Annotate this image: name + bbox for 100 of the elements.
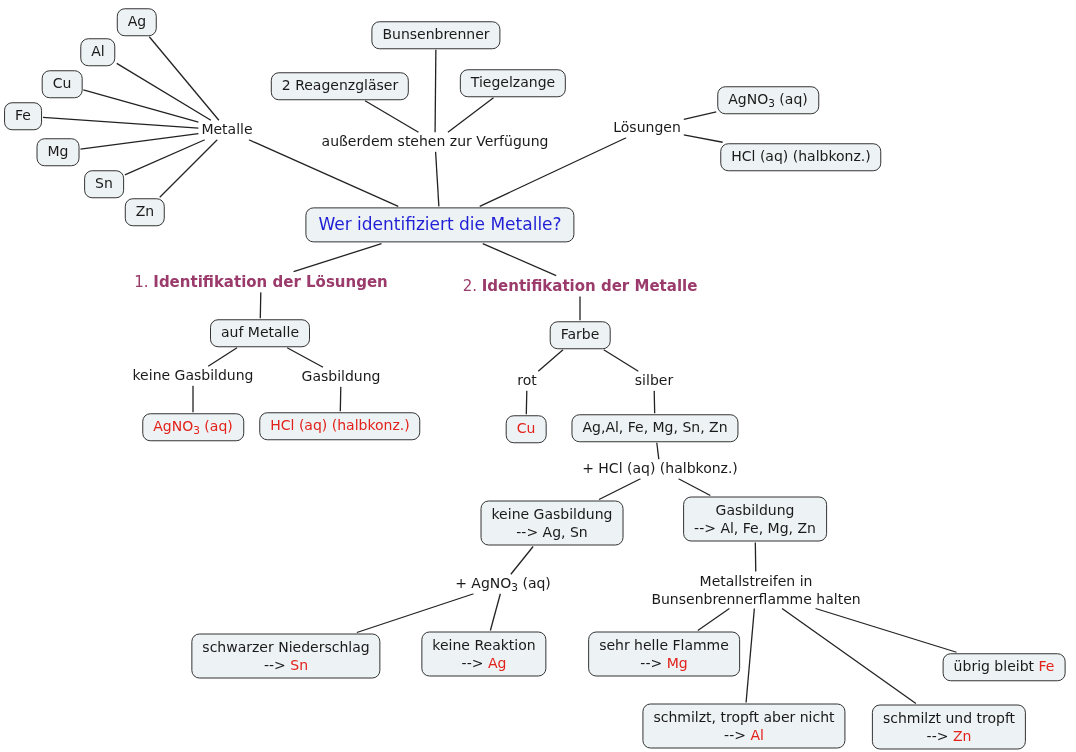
node-text: Wer identifiziert die Metalle? (318, 214, 562, 236)
connector-line (434, 49, 437, 133)
node-text: HCl (aq) (halbkonz.) (731, 148, 871, 166)
node-text: keine Gasbildung (491, 505, 613, 523)
node-text: --> Al (723, 726, 765, 744)
connector-line (653, 390, 656, 414)
connector-line (598, 478, 642, 501)
node-text: Al (91, 43, 105, 61)
connector-line (697, 607, 731, 632)
concept-box (683, 496, 827, 542)
connector-line (677, 478, 711, 497)
connector-line (207, 347, 238, 367)
connector-line (159, 139, 218, 198)
connector-line (148, 36, 220, 121)
node-text: Gasbildung (714, 501, 796, 519)
concept-box (124, 198, 166, 226)
concept-box (549, 321, 611, 349)
concept-box (41, 70, 83, 98)
node-text: + AgNO$_{3}$ (aq) (455, 575, 551, 593)
connector-line (286, 347, 324, 368)
connector-line (781, 607, 917, 705)
concept-box (270, 72, 410, 100)
connector-line (116, 62, 212, 121)
node-text: sehr helle Flamme (599, 636, 729, 654)
node-text: 1. Identifikation der Lösungen (134, 272, 388, 292)
concept-box (480, 500, 624, 546)
concept-box (720, 143, 882, 171)
node-text: Ag (127, 13, 147, 31)
concept-box (717, 86, 819, 114)
node-text: schmilzt und tropft (882, 709, 1016, 727)
connector-line (292, 243, 383, 273)
node-text: --> Ag (460, 654, 508, 672)
concept-box (142, 413, 244, 441)
connector-line (603, 349, 639, 372)
node-text: Zn (135, 203, 155, 221)
node-text: rot (517, 372, 537, 390)
node-text: keine Gasbildung (132, 367, 254, 385)
node-text: außerdem stehen zur Verfügung (321, 133, 549, 151)
node-text: silber (634, 372, 674, 390)
concept-box (942, 653, 1066, 681)
node-text: --> Al, Fe, Mg, Zn (694, 519, 816, 537)
node-text: --> Sn (262, 656, 310, 674)
connector-line (482, 243, 557, 277)
connector-line (489, 593, 501, 632)
concept-box (371, 21, 501, 49)
node-text: 2 Reagenzgläser (281, 77, 399, 95)
connector-line (745, 607, 755, 704)
concept-box (642, 703, 846, 749)
node-text: übrig bleibt Fe (953, 658, 1055, 676)
node-text: 2. Identifikation der Metalle (462, 276, 698, 296)
node-text: --> Mg (639, 654, 689, 672)
connector-line (339, 386, 342, 412)
connector-line (537, 349, 564, 372)
concept-box (210, 319, 310, 347)
node-text: + HCl (aq) (halbkonz.) (582, 460, 738, 478)
node-text: --> Ag, Sn (515, 523, 589, 541)
concept-box (116, 8, 158, 36)
node-text: keine Reaktion (432, 636, 536, 654)
node-text: auf Metalle (221, 324, 299, 342)
node-text: Fe (15, 107, 31, 125)
node-text: Sn (95, 175, 113, 193)
concept-box (571, 414, 739, 442)
concept-box (80, 38, 116, 66)
concept-box (871, 704, 1027, 750)
connector-line (479, 137, 627, 208)
node-text: --> Zn (925, 727, 973, 745)
node-text: Gasbildung (301, 368, 381, 386)
connector-line (525, 390, 528, 415)
connector-line (248, 139, 399, 208)
concept-box (191, 633, 381, 679)
node-text: Cu (52, 75, 72, 93)
node-text: schwarzer Niederschlag (202, 638, 370, 656)
concept-box (421, 631, 547, 677)
connector-line (510, 545, 534, 575)
node-text: AgNO$_{3}$ (aq) (153, 418, 233, 436)
concept-box (4, 102, 42, 130)
node-text: Farbe (560, 326, 600, 344)
node-text: schmilzt, tropft aber nicht (653, 708, 835, 726)
concept-box (36, 138, 80, 166)
node-text: Metalle (201, 121, 253, 139)
connector-line (124, 139, 206, 176)
connector-line (192, 385, 194, 413)
question-box (305, 207, 575, 243)
node-text: Metallstreifen in Bunsenbrennerflamme halten (650, 572, 862, 608)
node-text: AgNO$_{3}$ (aq) (728, 91, 808, 109)
node-text: Cu (516, 420, 536, 438)
concept-box (588, 631, 740, 677)
connector-line (814, 607, 958, 653)
concept-box (459, 69, 567, 97)
node-text: Bunsenbrenner (382, 26, 490, 44)
connector-line (79, 133, 200, 150)
connector-line (579, 295, 581, 321)
connector-line (683, 134, 724, 143)
concept-box (84, 170, 124, 198)
node-text: Tiegelzange (470, 74, 556, 92)
connector-line (656, 442, 660, 460)
concept-box (505, 415, 547, 443)
connector-line (754, 541, 757, 573)
node-text: Lösungen (613, 119, 681, 137)
connector-line (434, 151, 440, 208)
